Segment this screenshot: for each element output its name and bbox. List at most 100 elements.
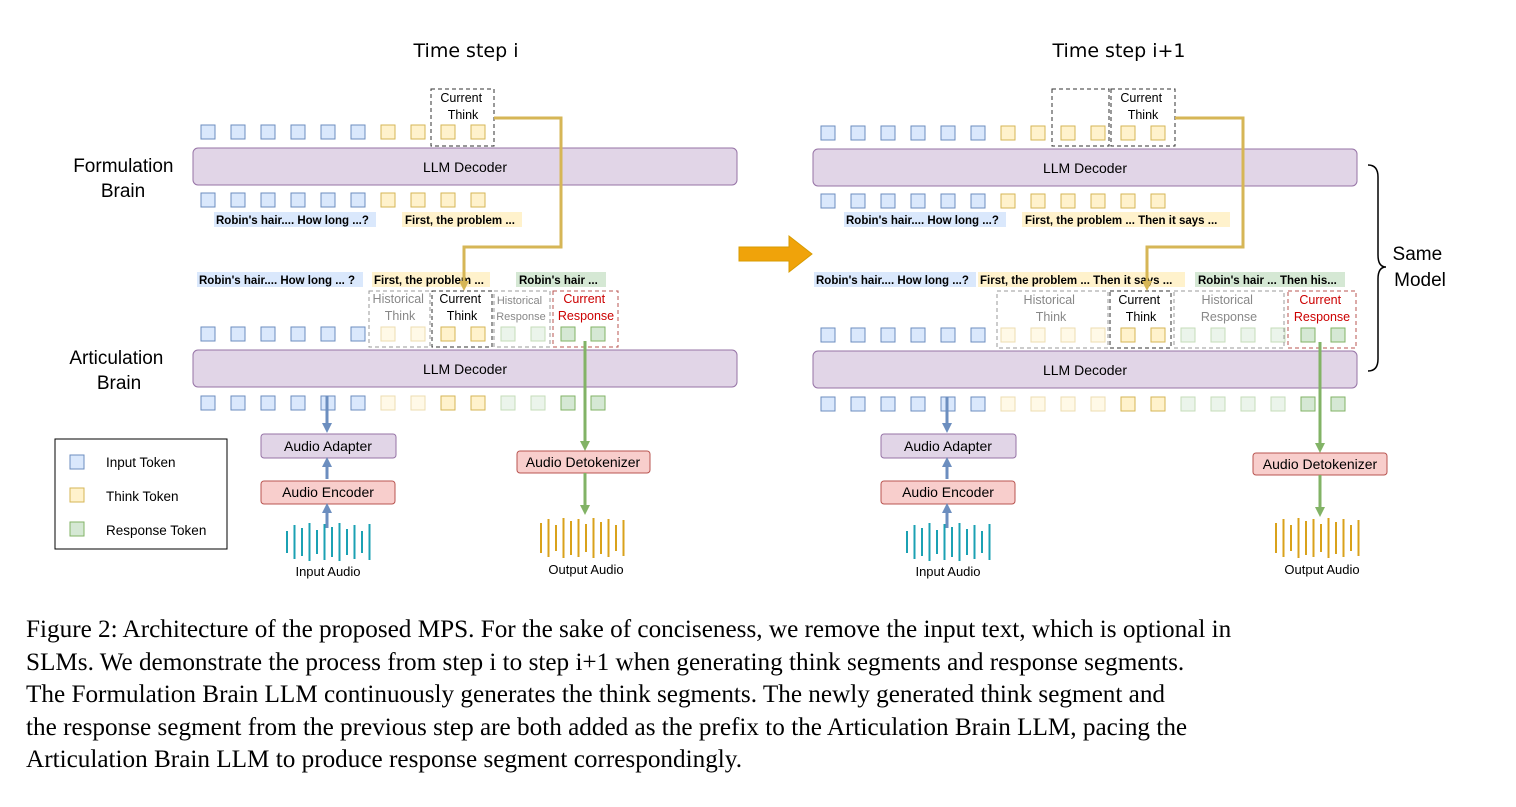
right-mid-think-text: First, the problem ... Then it says ... bbox=[980, 275, 1172, 287]
input-token bbox=[820, 327, 836, 343]
think-token bbox=[1060, 125, 1076, 141]
input-token bbox=[940, 193, 956, 209]
input-token bbox=[290, 192, 306, 208]
response-token bbox=[1270, 396, 1286, 412]
input-token bbox=[260, 192, 276, 208]
same-model-brace bbox=[1367, 164, 1387, 372]
left-mid-think-text: First, the problem ... bbox=[374, 275, 484, 287]
input-token bbox=[940, 125, 956, 141]
input-token bbox=[910, 396, 926, 412]
input-token bbox=[320, 192, 336, 208]
input-token bbox=[910, 125, 926, 141]
think-token bbox=[1120, 327, 1136, 343]
think-token bbox=[1090, 193, 1106, 209]
input-token bbox=[850, 396, 866, 412]
right-output-audio-waveform bbox=[1275, 518, 1360, 558]
legend-input-label: Input Token bbox=[106, 455, 176, 470]
input-token bbox=[850, 193, 866, 209]
input-token bbox=[200, 326, 216, 342]
think-token bbox=[1150, 327, 1166, 343]
caption-line: Figure 2: Architecture of the proposed M… bbox=[26, 616, 1232, 643]
left-top-current-think-label: Current Think bbox=[440, 91, 485, 122]
left-current-think-label: Current Think bbox=[439, 292, 484, 323]
left-historical-think-label: Historical Think bbox=[373, 292, 428, 323]
think-token bbox=[1000, 396, 1016, 412]
response-token bbox=[1330, 327, 1346, 343]
response-token bbox=[1180, 327, 1196, 343]
input-token bbox=[910, 327, 926, 343]
input-token bbox=[230, 192, 246, 208]
think-token bbox=[1060, 327, 1076, 343]
input-token bbox=[260, 395, 276, 411]
think-token bbox=[1090, 396, 1106, 412]
think-token bbox=[1090, 125, 1106, 141]
input-token bbox=[880, 125, 896, 141]
think-token bbox=[470, 192, 486, 208]
think-token bbox=[1000, 327, 1016, 343]
input-token bbox=[970, 396, 986, 412]
right-formulation-decoder bbox=[812, 148, 1358, 187]
think-token bbox=[1060, 193, 1076, 209]
left-current-response-label: Current Response bbox=[558, 292, 614, 323]
input-token bbox=[200, 395, 216, 411]
right-top-prev-think-box bbox=[1051, 88, 1110, 147]
response-token bbox=[1210, 396, 1226, 412]
think-token bbox=[1120, 396, 1136, 412]
left-input-audio-waveform bbox=[286, 523, 371, 561]
think-token bbox=[1120, 125, 1136, 141]
caption-line: Articulation Brain LLM to produce respon… bbox=[26, 746, 743, 773]
right-output-audio-label: Output Audio bbox=[1284, 562, 1359, 577]
left-audio-adapter-label: Audio Adapter bbox=[284, 438, 372, 454]
input-token bbox=[350, 395, 366, 411]
think-token bbox=[1000, 193, 1016, 209]
input-token bbox=[880, 327, 896, 343]
legend-response-swatch bbox=[69, 521, 85, 537]
right-audio-detokenizer-label: Audio Detokenizer bbox=[1263, 456, 1378, 472]
input-token bbox=[880, 193, 896, 209]
think-token bbox=[1120, 193, 1136, 209]
response-token bbox=[590, 326, 606, 342]
think-token bbox=[470, 395, 486, 411]
caption-line: the response segment from the previous s… bbox=[26, 713, 1188, 741]
left-mid-input-text: Robin's hair.... How long ... ? bbox=[199, 275, 355, 287]
response-token bbox=[1270, 327, 1286, 343]
input-token bbox=[230, 326, 246, 342]
right-top-current-think-label: Current Think bbox=[1120, 91, 1165, 122]
caption-line: SLMs. We demonstrate the process from st… bbox=[26, 648, 1185, 676]
response-token bbox=[530, 326, 546, 342]
input-token bbox=[200, 192, 216, 208]
left-top-think-text: First, the problem ... bbox=[405, 215, 515, 227]
right-think-flow-arrow bbox=[1142, 116, 1245, 291]
left-current-response-box bbox=[552, 290, 619, 348]
input-token bbox=[290, 124, 306, 140]
left-audio-encoder-label: Audio Encoder bbox=[282, 484, 374, 500]
right-title: Time step i+1 bbox=[1052, 40, 1186, 62]
left-formulation-decoder-label: LLM Decoder bbox=[423, 159, 507, 175]
left-think-flow-arrow bbox=[459, 116, 563, 291]
caption-line: The Formulation Brain LLM continuously g… bbox=[26, 681, 1166, 708]
right-input-audio-label: Input Audio bbox=[915, 564, 980, 579]
response-token bbox=[500, 395, 516, 411]
think-token bbox=[1030, 327, 1046, 343]
right-current-response-label: Current Response bbox=[1294, 293, 1350, 324]
response-token bbox=[1240, 396, 1256, 412]
right-audio-encoder-label: Audio Encoder bbox=[902, 484, 994, 500]
input-token bbox=[260, 124, 276, 140]
think-token bbox=[410, 124, 426, 140]
same-model-label: Same Model bbox=[1393, 244, 1448, 291]
left-current-think-box bbox=[431, 290, 493, 348]
think-token bbox=[440, 326, 456, 342]
think-token bbox=[1150, 193, 1166, 209]
think-token bbox=[470, 326, 486, 342]
input-token bbox=[200, 124, 216, 140]
input-token bbox=[230, 395, 246, 411]
response-token bbox=[500, 326, 516, 342]
input-token bbox=[850, 125, 866, 141]
input-token bbox=[350, 326, 366, 342]
response-token bbox=[1240, 327, 1256, 343]
left-historical-think-box bbox=[368, 290, 431, 348]
left-articulation-decoder bbox=[192, 349, 738, 388]
input-token bbox=[820, 125, 836, 141]
think-token bbox=[380, 124, 396, 140]
think-token bbox=[470, 124, 486, 140]
